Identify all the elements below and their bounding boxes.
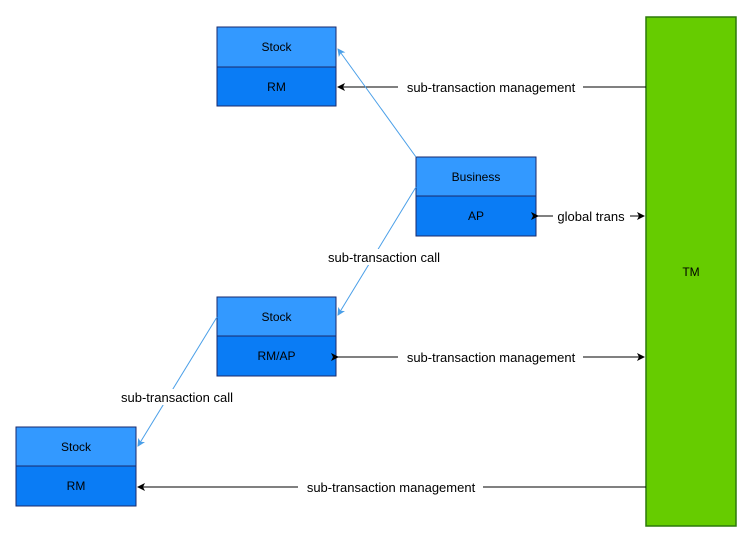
edge-mgmt-bottom: sub-transaction management (137, 479, 646, 495)
stock-rm-top-role: RM (267, 80, 286, 94)
stock-rm-top-title: Stock (261, 40, 292, 54)
business-title: Business (452, 170, 501, 184)
edge-call-upper: sub-transaction call (321, 186, 447, 316)
tm-node: TM (645, 16, 737, 527)
edge-mgmt-bottom-label-bg (298, 479, 483, 495)
edge-call-lower-label-bg (114, 389, 240, 405)
edge-call-upper-label-bg (321, 249, 447, 265)
business-ap-node: Business AP (415, 156, 537, 237)
stock-rmap-node: Stock RM/AP (216, 296, 337, 377)
stock-rm-bottom-title: Stock (61, 440, 92, 454)
edge-mgmt-top-label: sub-transaction management (407, 80, 576, 95)
edge-mgmt-mid-label: sub-transaction management (407, 350, 576, 365)
edge-call-business-to-stock-top (337, 48, 417, 158)
business-role: AP (468, 209, 484, 223)
stock-rm-bottom-node: Stock RM (15, 426, 137, 507)
stock-rmap-title: Stock (261, 310, 292, 324)
edge-call-upper-label: sub-transaction call (328, 250, 440, 265)
stock-rm-top-node: Stock RM (216, 26, 337, 107)
edge-mgmt-top: sub-transaction management (337, 79, 646, 95)
edge-mgmt-top-label-bg (398, 79, 583, 95)
edge-mgmt-mid: sub-transaction management (331, 349, 645, 365)
tm-label: TM (682, 265, 699, 279)
edge-global-label: global trans (557, 209, 625, 224)
edge-call-lower: sub-transaction call (114, 316, 240, 447)
edge-global: global trans (531, 208, 645, 224)
edge-global-label-bg (553, 208, 630, 224)
edge-mgmt-bottom-label: sub-transaction management (307, 480, 476, 495)
stock-rmap-role: RM/AP (257, 349, 295, 363)
edge-call-lower-label: sub-transaction call (121, 390, 233, 405)
edge-mgmt-mid-label-bg (398, 349, 583, 365)
edge-call-lower-line (137, 316, 218, 447)
stock-rm-bottom-role: RM (67, 479, 86, 493)
